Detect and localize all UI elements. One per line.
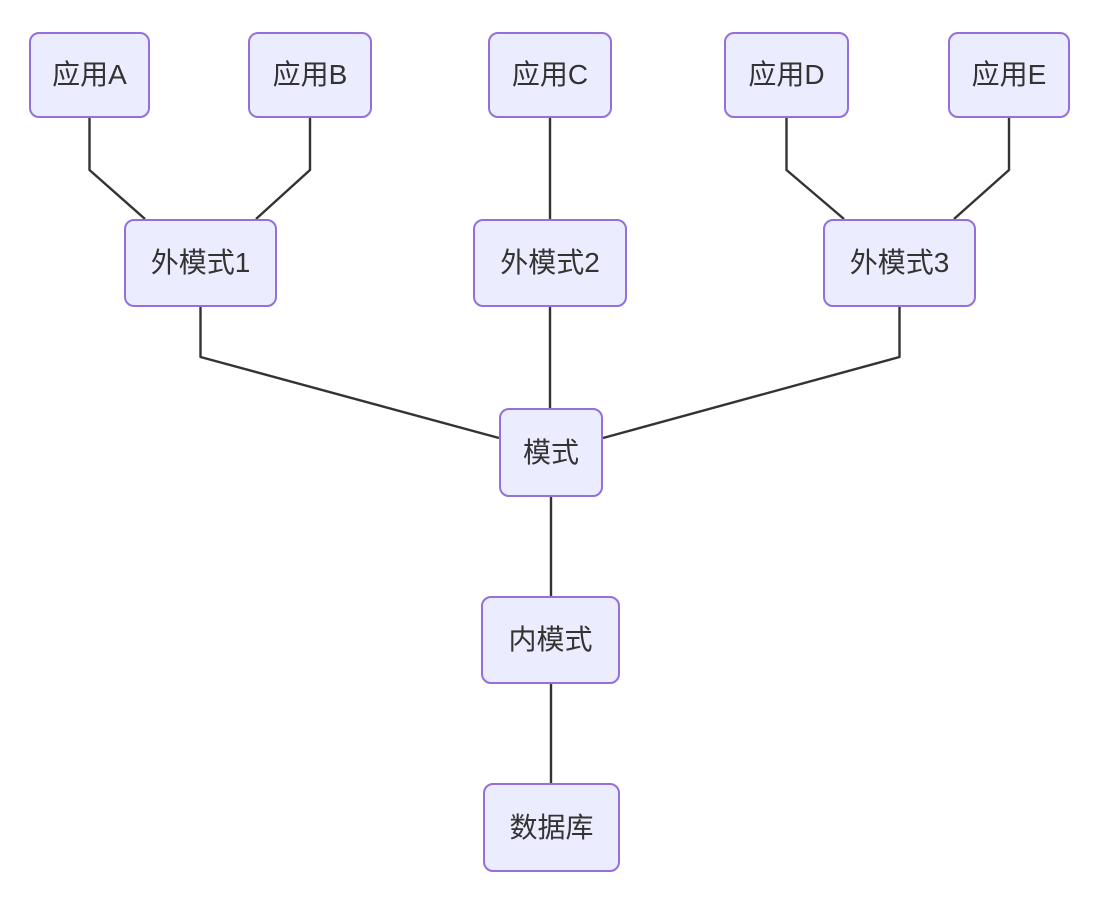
edge-app-b-ext-1 bbox=[255, 118, 312, 220]
node-app-e: 应用E bbox=[948, 32, 1070, 118]
edge-ext-1-schema bbox=[199, 307, 500, 440]
node-ext-2: 外模式2 bbox=[473, 219, 627, 307]
node-app-b: 应用B bbox=[248, 32, 372, 118]
node-app-d: 应用D bbox=[724, 32, 849, 118]
node-schema: 模式 bbox=[499, 408, 603, 497]
node-app-a: 应用A bbox=[29, 32, 150, 118]
node-database: 数据库 bbox=[483, 783, 620, 872]
edge-app-e-ext-3 bbox=[953, 118, 1011, 220]
edge-app-a-ext-1 bbox=[88, 118, 146, 220]
node-ext-1: 外模式1 bbox=[124, 219, 277, 307]
node-app-c: 应用C bbox=[488, 32, 612, 118]
node-internal: 内模式 bbox=[481, 596, 620, 684]
edge-ext-3-schema bbox=[602, 307, 901, 440]
edge-app-d-ext-3 bbox=[785, 118, 845, 220]
node-ext-3: 外模式3 bbox=[823, 219, 976, 307]
